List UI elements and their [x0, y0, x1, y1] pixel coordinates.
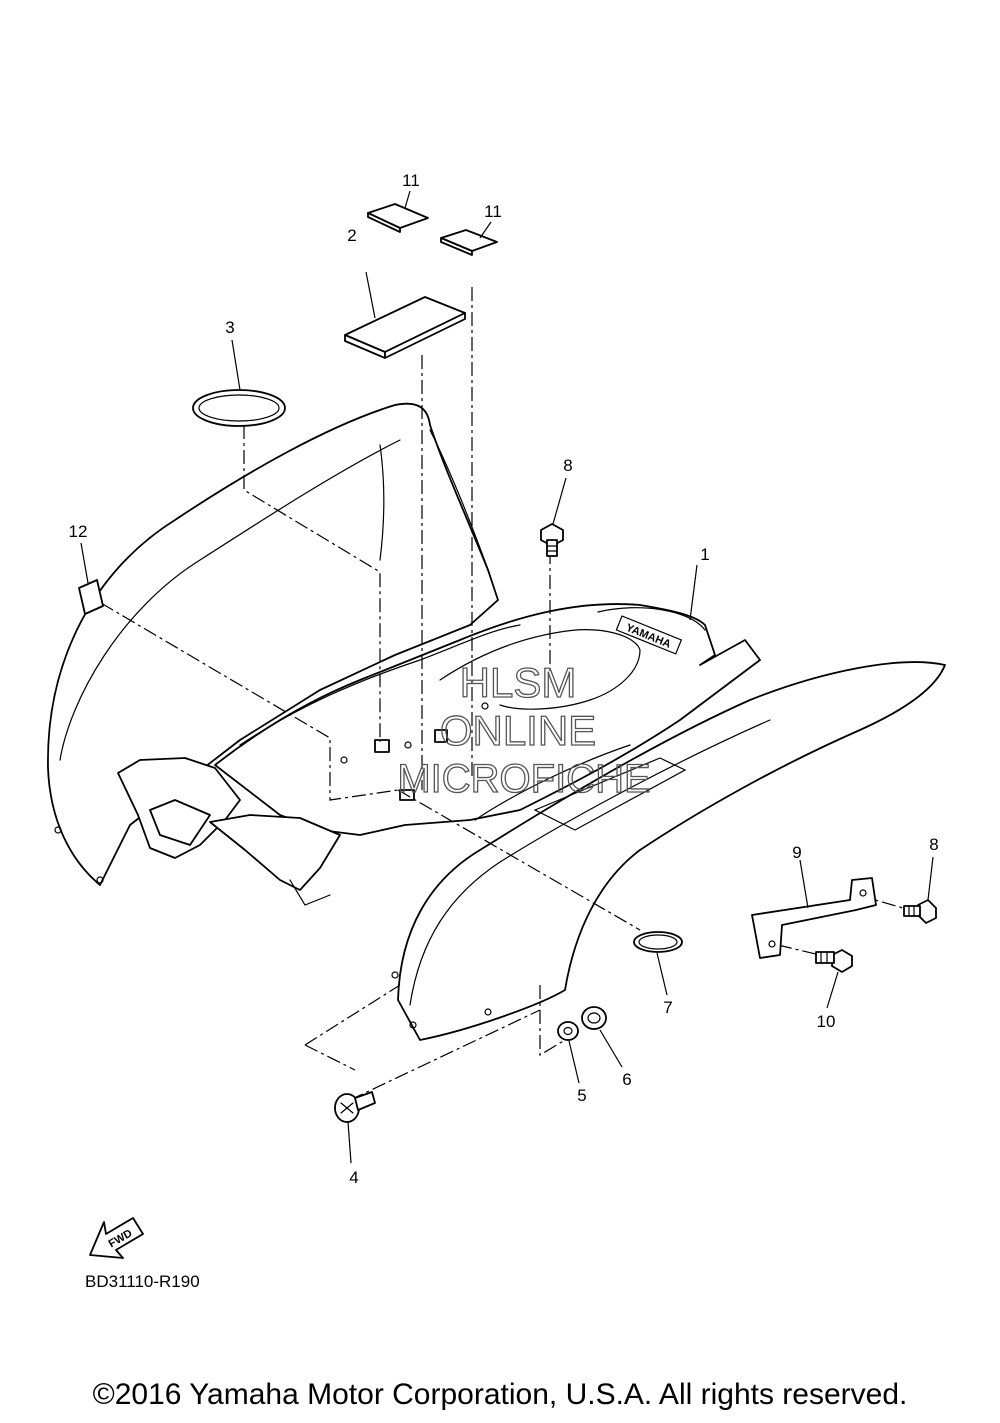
copyright-notice: ©2016 Yamaha Motor Corporation, U.S.A. A…	[92, 1378, 908, 1411]
assembly-lines	[100, 287, 911, 1101]
callout-6: 6	[622, 1070, 631, 1089]
diagram-code: BD31110-R190	[85, 1272, 200, 1291]
grommet-part-6	[581, 1006, 607, 1030]
screw-part-4	[334, 1091, 376, 1123]
callout-8-upper: 8	[563, 456, 572, 475]
watermark: HLSM ONLINE MICROFICHE	[397, 658, 652, 801]
bolt-part-8-right	[903, 899, 937, 924]
pad-part-2	[344, 296, 466, 359]
callout-1: 1	[700, 545, 709, 564]
callout-12: 12	[69, 522, 88, 541]
callout-8-right: 8	[929, 835, 938, 854]
seal-part-7	[633, 931, 683, 953]
callout-4: 4	[349, 1168, 358, 1187]
bracket-part-9	[751, 877, 877, 959]
callout-labels: 1 2 3 4 5 6 7 8 8 9 10 11 11 12	[69, 171, 939, 1187]
washer-part-5	[557, 1021, 579, 1041]
callout-11-b: 11	[484, 202, 502, 221]
watermark-line-1: HLSM	[460, 659, 577, 706]
bolt-part-8-upper	[540, 523, 564, 557]
fwd-arrow-icon: FWD	[89, 1217, 144, 1259]
callout-leaders	[80, 190, 934, 1164]
callout-7: 7	[663, 998, 672, 1017]
pad-part-11-a	[367, 203, 429, 233]
pad-part-11-b	[440, 229, 498, 256]
watermark-line-3: MICROFICHE	[397, 757, 650, 801]
watermark-line-2: ONLINE	[440, 707, 596, 754]
callout-3: 3	[225, 318, 234, 337]
seal-part-3	[192, 389, 286, 427]
bolt-part-10	[815, 949, 853, 973]
callout-10: 10	[817, 1012, 836, 1031]
callout-2: 2	[347, 226, 356, 245]
callout-5: 5	[577, 1086, 586, 1105]
callout-9: 9	[792, 843, 801, 862]
hood-cover-part-1: YAMAHA	[47, 402, 946, 1041]
pad-part-12	[78, 579, 104, 615]
callout-11-a: 11	[402, 171, 420, 190]
